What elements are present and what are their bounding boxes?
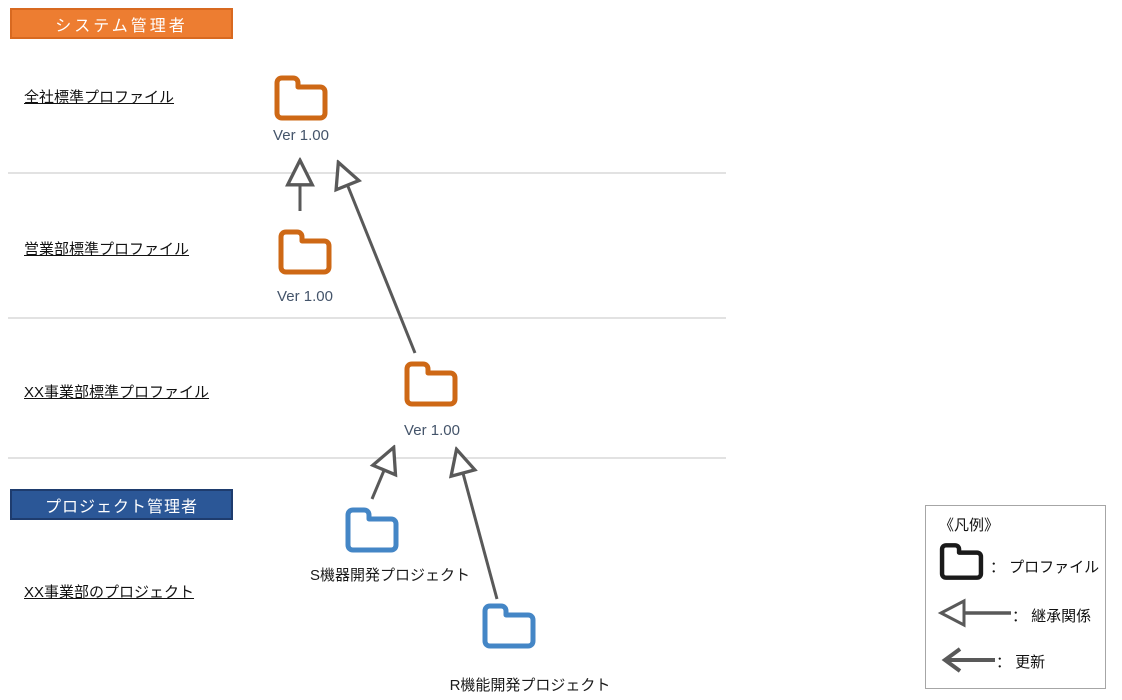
inheritance-arrow-icon xyxy=(937,598,1011,628)
project-label-s-device: S機器開発プロジェクト xyxy=(309,567,470,584)
legend-label-update: ： 更新 xyxy=(996,654,1046,671)
legend-label-inheritance: ： 継承関係 xyxy=(1012,608,1092,625)
folder-icon-company-standard[interactable] xyxy=(272,74,330,122)
row-divider xyxy=(8,457,726,459)
version-label: Ver 1.00 xyxy=(404,422,460,439)
legend-box: 《凡例》 ： プロファイル ： 継承関係 ： 更新 xyxy=(925,505,1106,689)
version-label: Ver 1.00 xyxy=(277,288,333,305)
folder-icon-s-device-project[interactable] xyxy=(343,506,401,554)
version-label: Ver 1.00 xyxy=(273,127,329,144)
legend-title: 《凡例》 xyxy=(939,517,1000,534)
row-divider xyxy=(8,172,726,174)
folder-icon-sales-standard[interactable] xyxy=(276,228,334,276)
update-arrow-icon xyxy=(941,647,995,673)
link-sales-standard-profile[interactable]: 営業部標準プロファイル xyxy=(24,241,190,258)
system-admin-header: システム管理者 xyxy=(10,8,233,39)
link-xx-division-projects[interactable]: XX事業部のプロジェクト xyxy=(24,584,195,601)
row-divider xyxy=(8,317,726,319)
folder-icon xyxy=(939,543,984,580)
folder-icon-xx-division-standard[interactable] xyxy=(402,360,460,408)
link-company-standard-profile[interactable]: 全社標準プロファイル xyxy=(24,89,175,106)
link-xx-division-standard-profile[interactable]: XX事業部標準プロファイル xyxy=(24,384,210,401)
legend-label-profile: ： プロファイル xyxy=(990,559,1100,576)
project-label-r-function: R機能開発プロジェクト xyxy=(449,677,611,694)
project-admin-header: プロジェクト管理者 xyxy=(10,489,233,520)
inheritance-arrow-division-to-company xyxy=(339,164,417,354)
folder-icon-r-function-project[interactable] xyxy=(480,602,538,650)
